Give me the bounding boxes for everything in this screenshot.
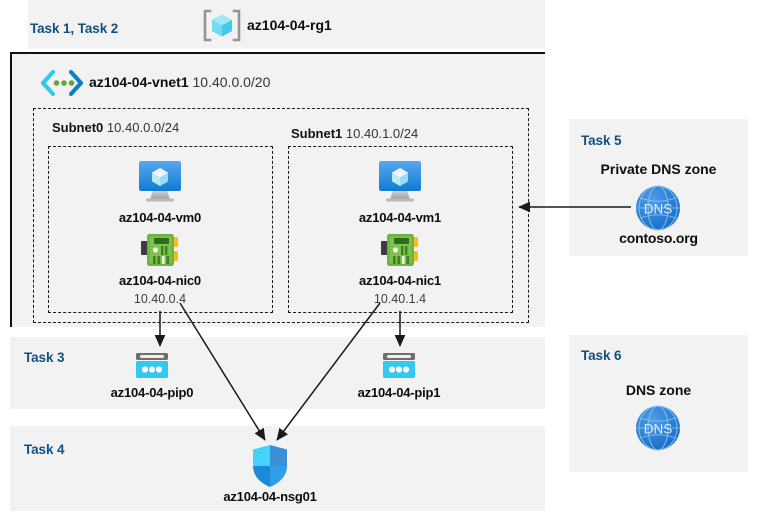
resource-group-header-panel [28,0,545,49]
public-ip-address-icon [132,350,172,382]
task-label-3: Task 3 [24,350,65,365]
svg-text:DNS: DNS [644,422,673,437]
task-label-4: Task 4 [24,442,65,457]
subnet0-header: Subnet0 10.40.0.0/24 [52,120,179,135]
vnet-header: az104-04-vnet1 10.40.0.0/20 [89,74,270,90]
virtual-machine-icon [372,157,428,205]
svg-text:DNS: DNS [644,202,673,217]
virtual-network-icon [38,68,86,98]
virtual-machine-icon [132,157,188,205]
subnet1-name: Subnet1 [291,126,343,141]
network-security-group-icon [249,443,291,489]
private-dns-name: contoso.org [619,230,698,246]
network-interface-icon [379,231,421,269]
nsg-label: az104-04-nsg01 [223,489,317,504]
dns-zone-icon: DNS [634,184,682,232]
vm0-label: az104-04-vm0 [118,210,202,225]
subnet1-header: Subnet1 10.40.1.0/24 [291,126,418,141]
subnet0-cidr: 10.40.0.0/24 [106,120,180,135]
vnet-cidr: 10.40.0.0/20 [192,74,271,90]
vnet-name: az104-04-vnet1 [89,74,189,90]
vm1-label: az104-04-vm1 [358,210,442,225]
resource-group-name-text: az104-04-rg1 [247,17,332,33]
dns-zone-heading: DNS zone [625,382,692,398]
public-ip-address-icon [379,350,419,382]
nic1-ip: 10.40.1.4 [373,292,427,306]
dns-zone-icon: DNS [634,404,682,452]
resource-group-icon [201,8,243,43]
nic0-ip: 10.40.0.4 [133,292,187,306]
subnet0-name: Subnet0 [52,120,104,135]
subnet1-cidr: 10.40.1.0/24 [345,126,419,141]
vnet-panel [10,52,545,327]
resource-group-name: az104-04-rg1 [247,17,332,33]
pip1-label: az104-04-pip1 [357,385,441,400]
network-interface-icon [139,231,181,269]
task-label-5: Task 5 [581,133,622,148]
pip0-label: az104-04-pip0 [110,385,194,400]
task-label-6: Task 6 [581,348,622,363]
nic0-label: az104-04-nic0 [119,273,201,288]
task-label-1-2: Task 1, Task 2 [30,21,119,36]
nic1-label: az104-04-nic1 [359,273,441,288]
private-dns-heading: Private DNS zone [600,161,717,177]
